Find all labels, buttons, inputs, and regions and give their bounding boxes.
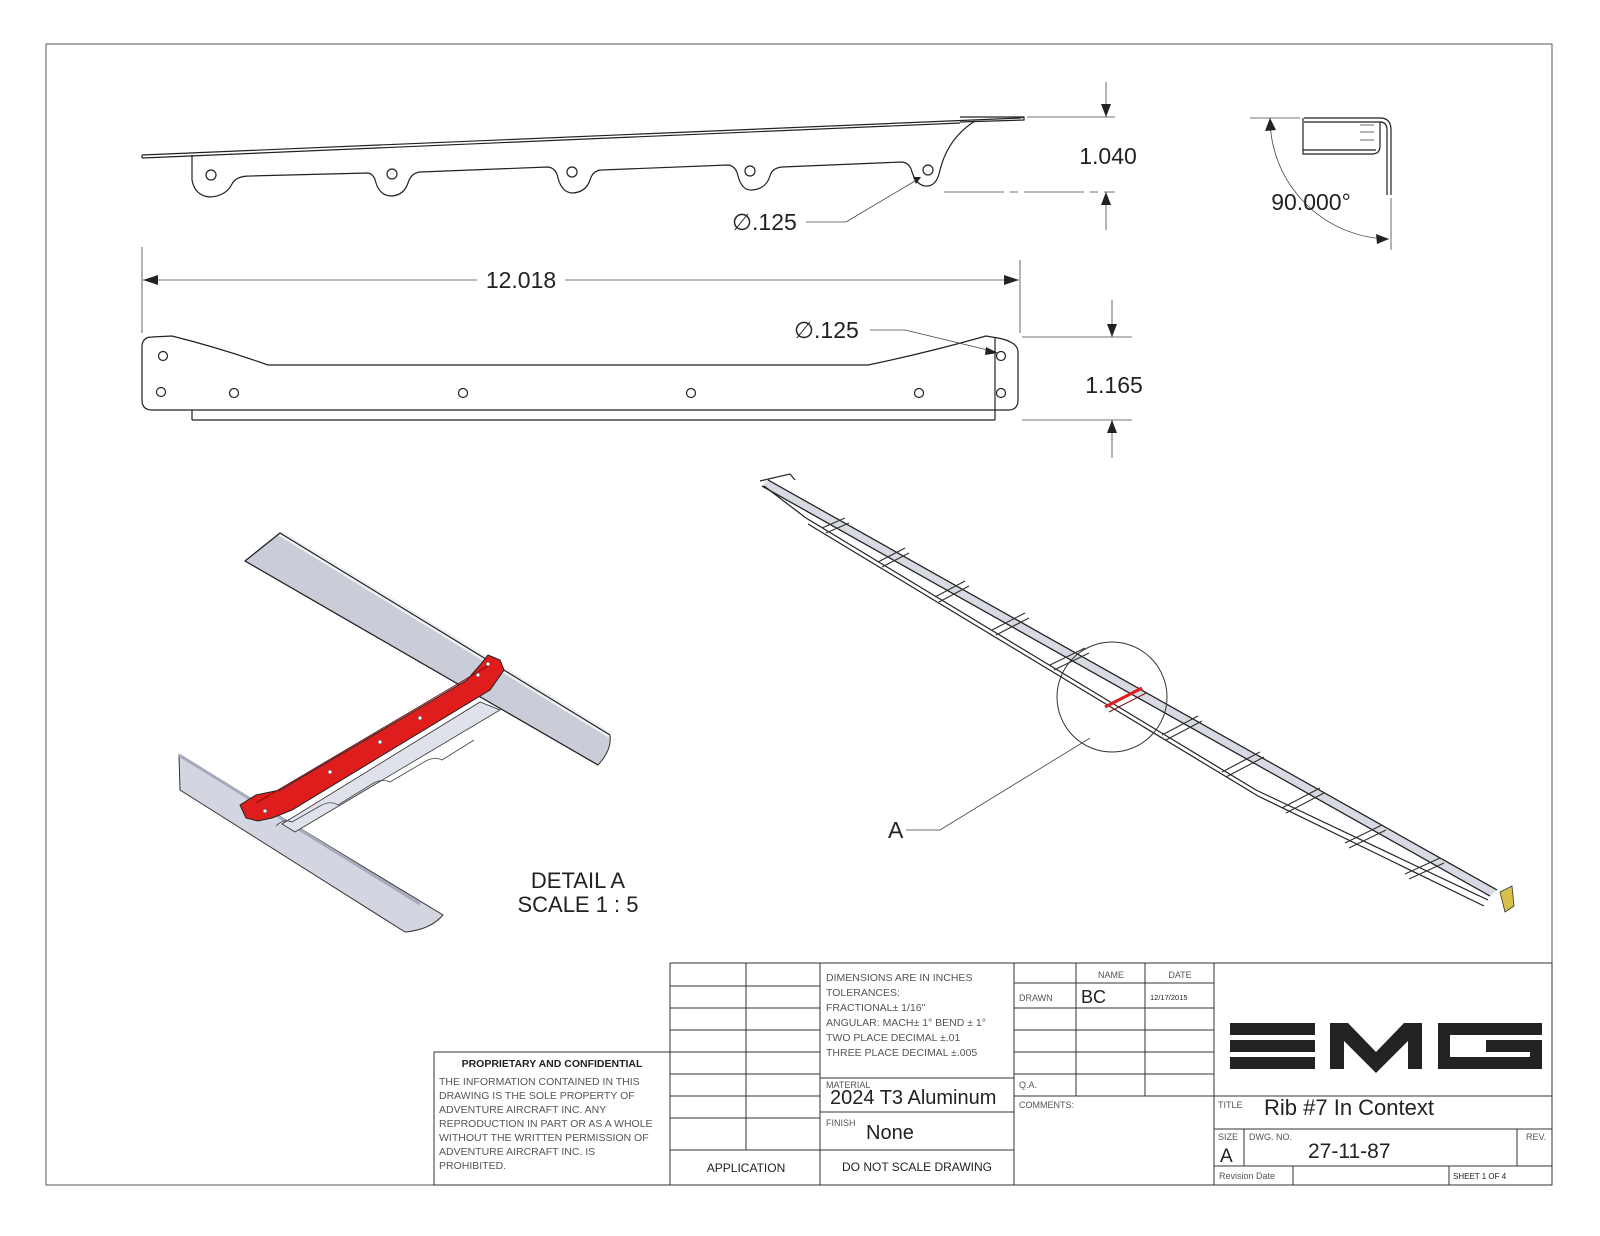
date-header: DATE xyxy=(1168,970,1191,980)
dim-height-top-text: 1.040 xyxy=(1079,143,1137,169)
emg-logo xyxy=(1230,1023,1542,1073)
comments-label: COMMENTS: xyxy=(1019,1100,1074,1110)
tolerance-line: THREE PLACE DECIMAL ±.005 xyxy=(826,1047,977,1059)
drawing-title: Rib #7 In Context xyxy=(1264,1095,1434,1120)
finish-value: None xyxy=(866,1122,914,1144)
title-block: PROPRIETARY AND CONFIDENTIAL THE INFORMA… xyxy=(433,962,1553,1186)
proprietary-line: ADVENTURE AIRCRAFT INC. ANY xyxy=(439,1104,606,1116)
name-header: NAME xyxy=(1098,970,1124,980)
proprietary-line: WITHOUT THE WRITTEN PERMISSION OF xyxy=(439,1132,649,1144)
proprietary-line: THE INFORMATION CONTAINED IN THIS xyxy=(439,1076,640,1088)
dim-angle-text: 90.000° xyxy=(1271,189,1351,215)
size-value: A xyxy=(1220,1146,1233,1167)
rib-side-view: 90.000° xyxy=(1250,117,1392,250)
rib-top-view xyxy=(141,116,1025,198)
tolerance-line: TOLERANCES: xyxy=(826,987,900,999)
rib-front-view xyxy=(141,335,1019,421)
material-label: MATERIAL xyxy=(826,1080,870,1090)
proprietary-line: ADVENTURE AIRCRAFT INC. IS xyxy=(439,1146,595,1158)
rib-highlight xyxy=(239,654,505,822)
finish-label: FINISH xyxy=(826,1118,856,1128)
drawn-date: 12/17/2015 xyxy=(1150,993,1188,1002)
sheet-number: SHEET 1 OF 4 xyxy=(1453,1172,1507,1181)
dim-length-text: 12.018 xyxy=(486,267,556,293)
tolerance-line: TWO PLACE DECIMAL ±.01 xyxy=(826,1032,960,1044)
hole-callout-top: ∅.125 xyxy=(732,177,921,235)
dim-hole-top-text: ∅.125 xyxy=(732,209,797,235)
detail-a-circle xyxy=(1056,641,1168,753)
dim-height-front-text: 1.165 xyxy=(1085,372,1143,398)
detail-a-view xyxy=(178,530,612,933)
wing-structure-view: A xyxy=(759,473,1515,913)
dimension-height-front: 1.165 xyxy=(1022,300,1143,458)
dim-hole-front-text: ∅.125 xyxy=(794,317,859,343)
tolerance-line: ANGULAR: MACH± 1° BEND ± 1° xyxy=(826,1017,986,1029)
application-label: APPLICATION xyxy=(707,1161,785,1175)
material-value: 2024 T3 Aluminum xyxy=(830,1087,996,1109)
drawn-name: BC xyxy=(1081,987,1106,1007)
dwg-no-label: DWG. NO. xyxy=(1249,1132,1292,1142)
title-label: TITLE xyxy=(1218,1100,1243,1110)
proprietary-line: DRAWING IS THE SOLE PROPERTY OF xyxy=(439,1090,635,1102)
tolerance-line: DIMENSIONS ARE IN INCHES xyxy=(826,972,972,984)
do-not-scale: DO NOT SCALE DRAWING xyxy=(842,1160,992,1174)
sheet-border xyxy=(45,43,1553,1186)
drawn-label: DRAWN xyxy=(1019,993,1053,1003)
qa-label: Q.A. xyxy=(1019,1080,1037,1090)
size-label: SIZE xyxy=(1218,1132,1238,1142)
hole-callout-front: ∅.125 xyxy=(794,317,998,355)
dimension-length: 12.018 xyxy=(141,247,1021,333)
dimension-height-top: 1.040 xyxy=(944,82,1137,230)
proprietary-heading: PROPRIETARY AND CONFIDENTIAL xyxy=(462,1058,643,1070)
proprietary-line: REPRODUCTION IN PART OR AS A WHOLE xyxy=(439,1118,653,1130)
proprietary-line: PROHIBITED. xyxy=(439,1160,506,1172)
rev-label: REV. xyxy=(1526,1132,1546,1142)
detail-a-title: DETAIL A xyxy=(531,868,625,893)
detail-a-callout: A xyxy=(888,817,904,843)
dwg-no-value: 27-11-87 xyxy=(1308,1140,1391,1163)
tolerance-line: FRACTIONAL± 1/16" xyxy=(826,1002,926,1014)
revision-date-label: Revision Date xyxy=(1219,1171,1275,1181)
detail-a-scale: SCALE 1 : 5 xyxy=(517,892,638,917)
